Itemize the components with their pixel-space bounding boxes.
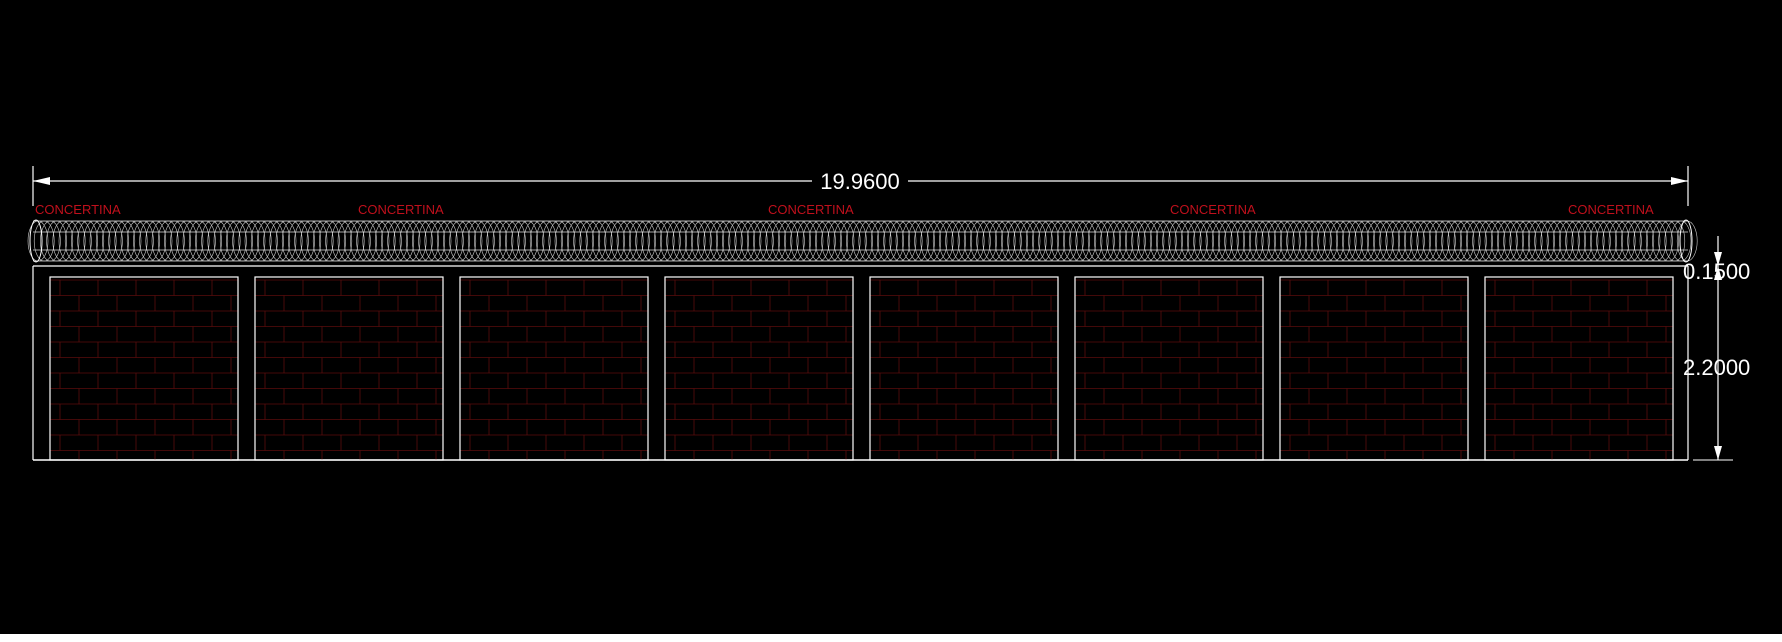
concertina-label: CONCERTINA (35, 202, 121, 217)
concertina-labels: CONCERTINA CONCERTINA CONCERTINA CONCERT… (35, 202, 1654, 217)
brick-panel (1074, 276, 1264, 461)
brick-panel (459, 276, 649, 461)
concertina-label: CONCERTINA (358, 202, 444, 217)
brick-panels (49, 276, 1674, 461)
concertina-wire (27, 219, 1698, 263)
cap-height-text: 0.1500 (1683, 259, 1750, 284)
brick-panel (49, 276, 239, 461)
wall-height-text: 2.2000 (1683, 355, 1750, 380)
brick-panel (1484, 276, 1674, 461)
concertina-label: CONCERTINA (768, 202, 854, 217)
brick-panel (1279, 276, 1469, 461)
concertina-label: CONCERTINA (1568, 202, 1654, 217)
brick-panel (254, 276, 444, 461)
brick-panel (664, 276, 854, 461)
brick-panel (869, 276, 1059, 461)
overall-length-text: 19.9600 (820, 169, 900, 194)
overall-length-dimension: 19.9600 (32, 166, 1689, 206)
concertina-label: CONCERTINA (1170, 202, 1256, 217)
height-dimensions: 0.1500 2.2000 (1683, 236, 1750, 461)
